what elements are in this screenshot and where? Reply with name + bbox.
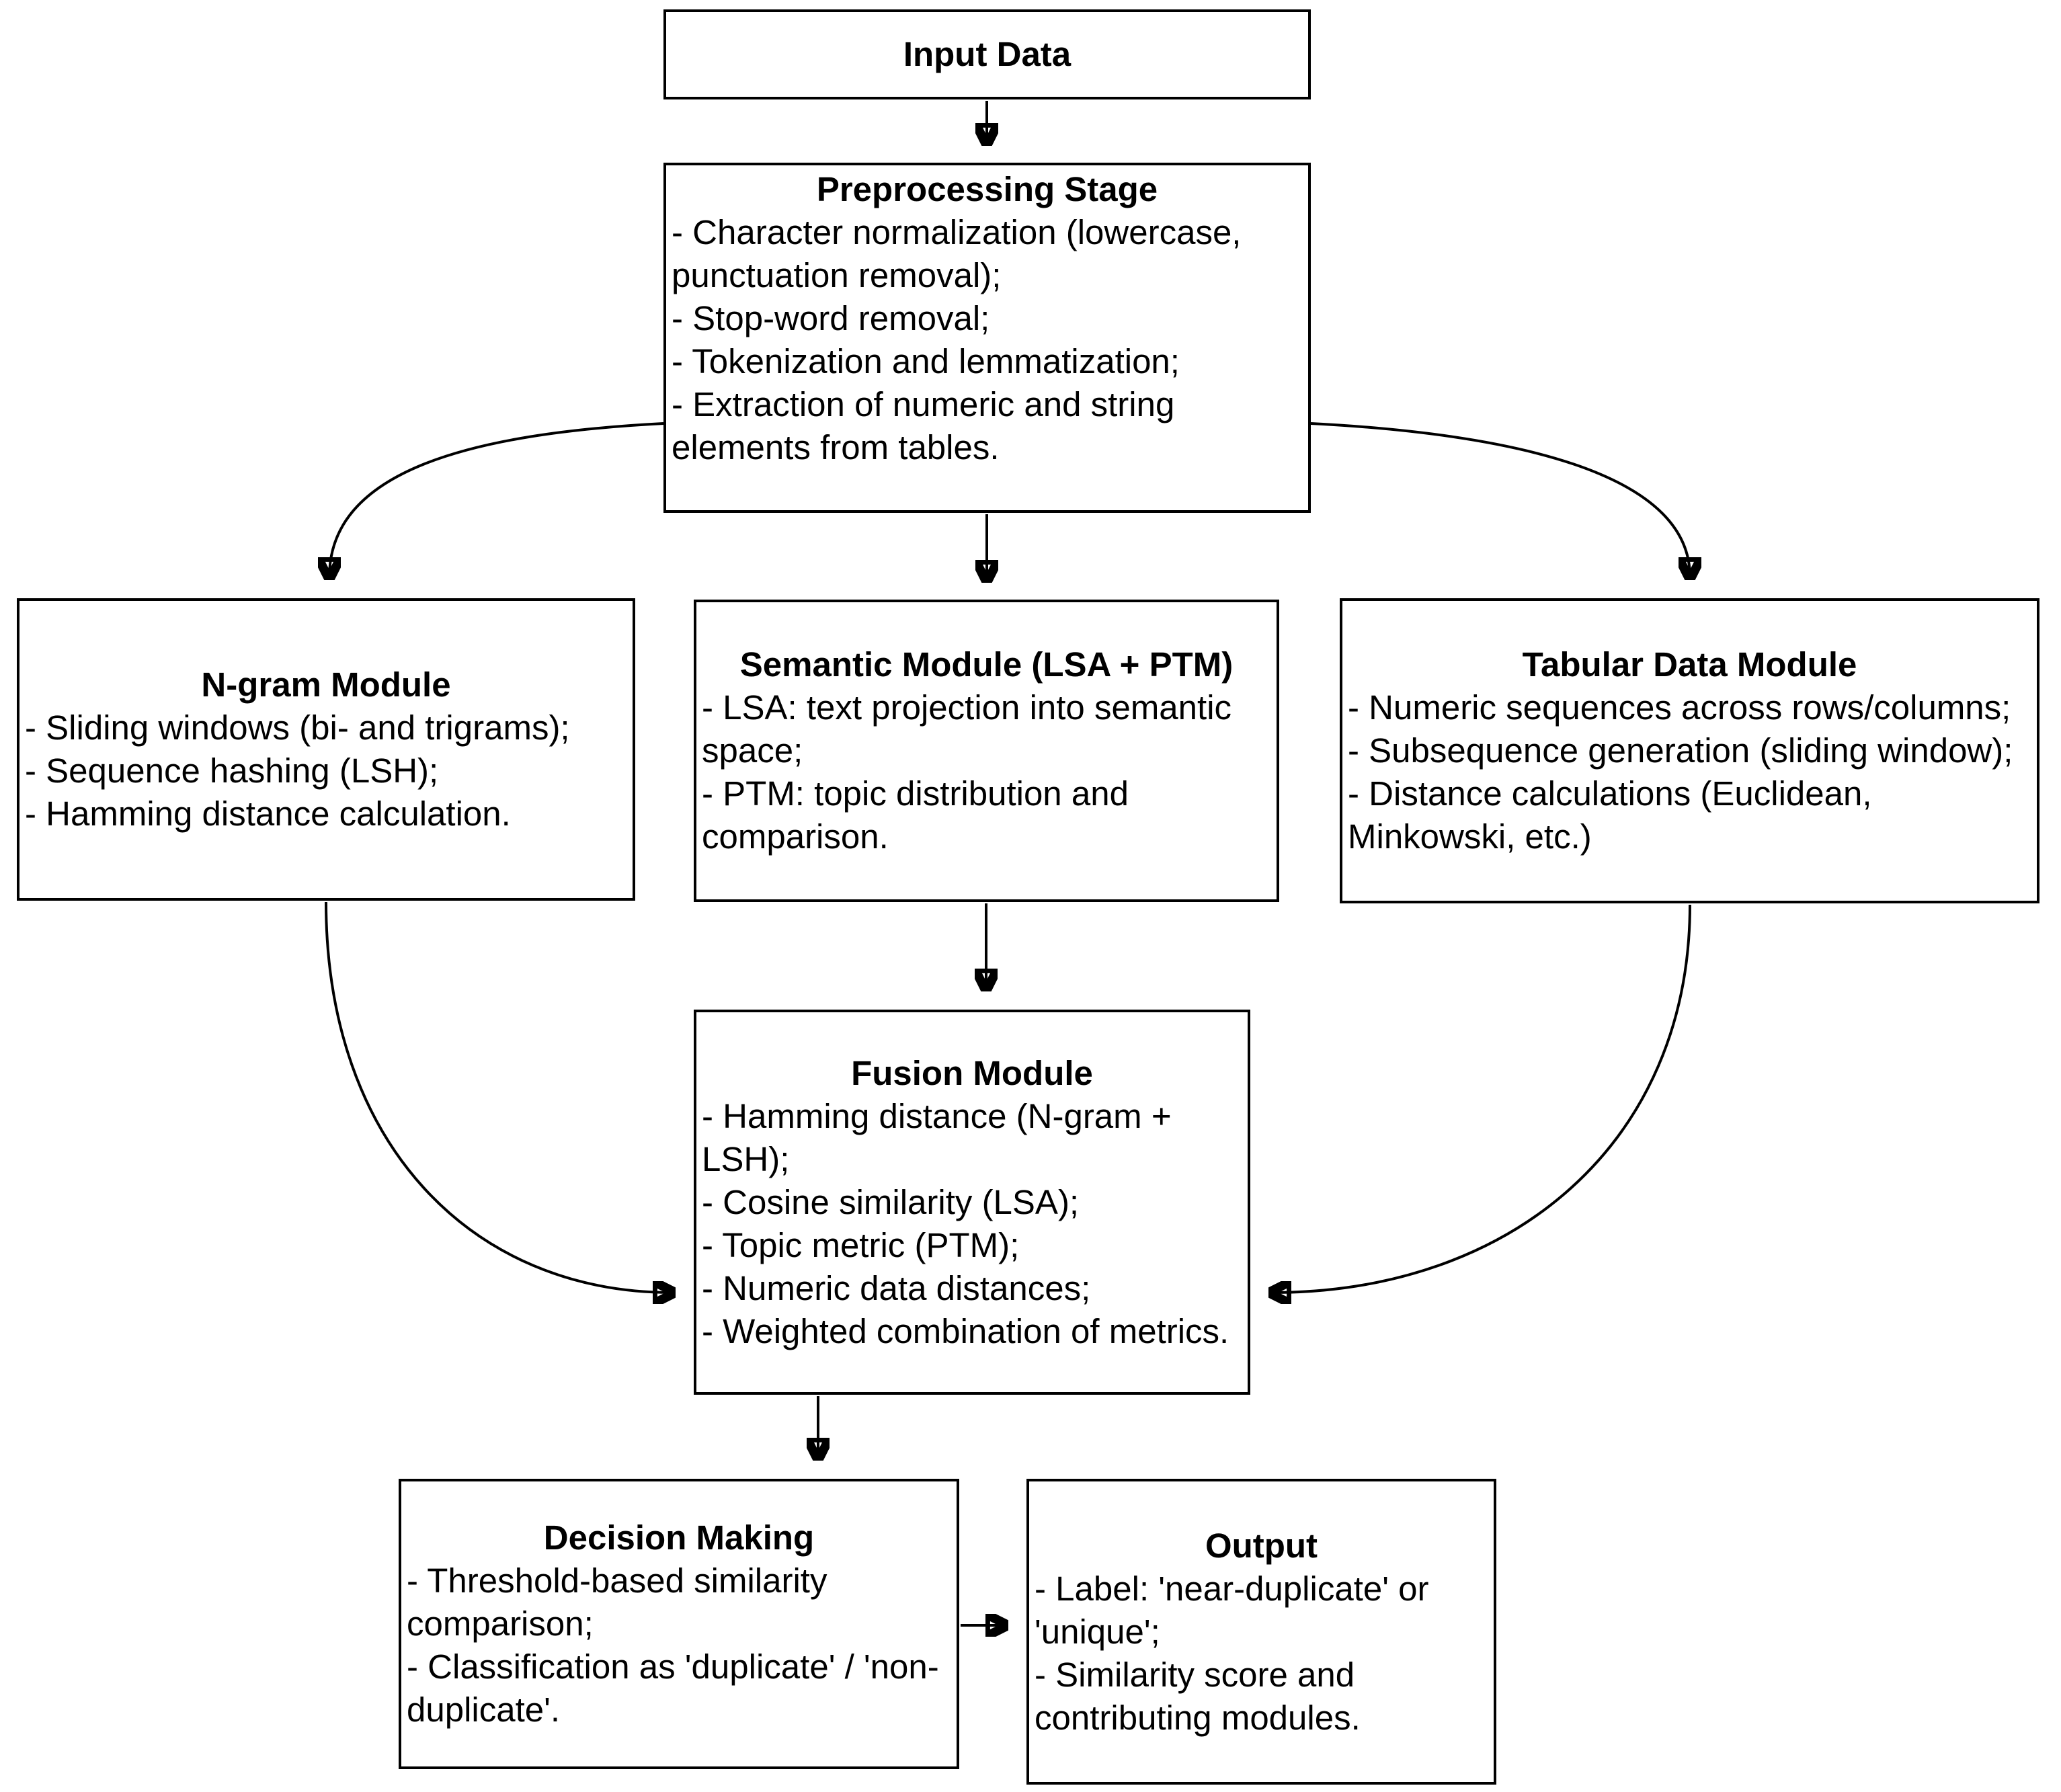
node-semantic-module: Semantic Module (LSA + PTM) - LSA: text … <box>694 600 1279 902</box>
node-bullet: - Hamming distance (N-gram + LSH); <box>702 1096 1172 1178</box>
node-title: Preprocessing Stage <box>816 170 1158 208</box>
node-bullet: - Numeric sequences across rows/columns; <box>1348 688 2011 727</box>
connector-tabular-to-fusion <box>1272 904 1691 1293</box>
node-bullet: - Similarity score and contributing modu… <box>1035 1655 1361 1737</box>
node-title: Semantic Module (LSA + PTM) <box>739 645 1234 684</box>
node-bullet: - LSA: text projection into semantic spa… <box>702 688 1232 770</box>
node-bullet: - Classification as 'duplicate' / 'non-d… <box>407 1647 939 1729</box>
node-bullet: - Sequence hashing (LSH); <box>25 751 439 790</box>
connector-preprocessing-to-ngram <box>329 422 664 577</box>
node-decision-making: Decision Making - Threshold-based simila… <box>399 1479 959 1769</box>
node-title: N-gram Module <box>201 665 451 704</box>
node-bullet: - PTM: topic distribution and comparison… <box>702 774 1129 856</box>
node-bullet: - Tokenization and lemmatization; <box>672 342 1180 380</box>
node-title: Decision Making <box>543 1518 815 1557</box>
node-bullet: - Sliding windows (bi- and trigrams); <box>25 708 570 747</box>
node-bullet: - Character normalization (lowercase, pu… <box>672 213 1242 294</box>
node-ngram-module: N-gram Module - Sliding windows (bi- and… <box>17 598 635 901</box>
connector-ngram-to-fusion <box>325 901 672 1293</box>
node-bullet: - Hamming distance calculation. <box>25 795 511 833</box>
node-output: Output - Label: 'near-duplicate' or 'uni… <box>1026 1479 1496 1785</box>
connector-preprocessing-to-tabular <box>1310 422 1690 577</box>
node-preprocessing-stage: Preprocessing Stage - Character normaliz… <box>663 163 1311 513</box>
node-fusion-module: Fusion Module - Hamming distance (N-gram… <box>694 1010 1250 1395</box>
node-bullet: - Label: 'near-duplicate' or 'unique'; <box>1035 1569 1429 1651</box>
node-title: Fusion Module <box>851 1053 1093 1092</box>
node-bullet: - Numeric data distances; <box>702 1268 1091 1307</box>
node-tabular-data-module: Tabular Data Module - Numeric sequences … <box>1340 598 2039 903</box>
node-bullet: - Stop-word removal; <box>672 299 990 337</box>
node-bullet: - Extraction of numeric and string eleme… <box>672 385 1175 466</box>
node-bullet: - Subsequence generation (sliding window… <box>1348 731 2013 770</box>
node-input-data: Input Data <box>663 9 1311 99</box>
node-bullet: - Cosine similarity (LSA); <box>702 1182 1080 1221</box>
node-bullet: - Weighted combination of metrics. <box>702 1311 1229 1350</box>
node-bullet: - Topic metric (PTM); <box>702 1225 1020 1264</box>
node-title: Output <box>1205 1526 1318 1565</box>
node-bullet: - Distance calculations (Euclidean, Mink… <box>1348 774 1872 856</box>
node-bullet: - Threshold-based similarity comparison; <box>407 1561 827 1643</box>
node-title: Input Data <box>903 35 1072 73</box>
node-title: Tabular Data Module <box>1522 645 1857 684</box>
